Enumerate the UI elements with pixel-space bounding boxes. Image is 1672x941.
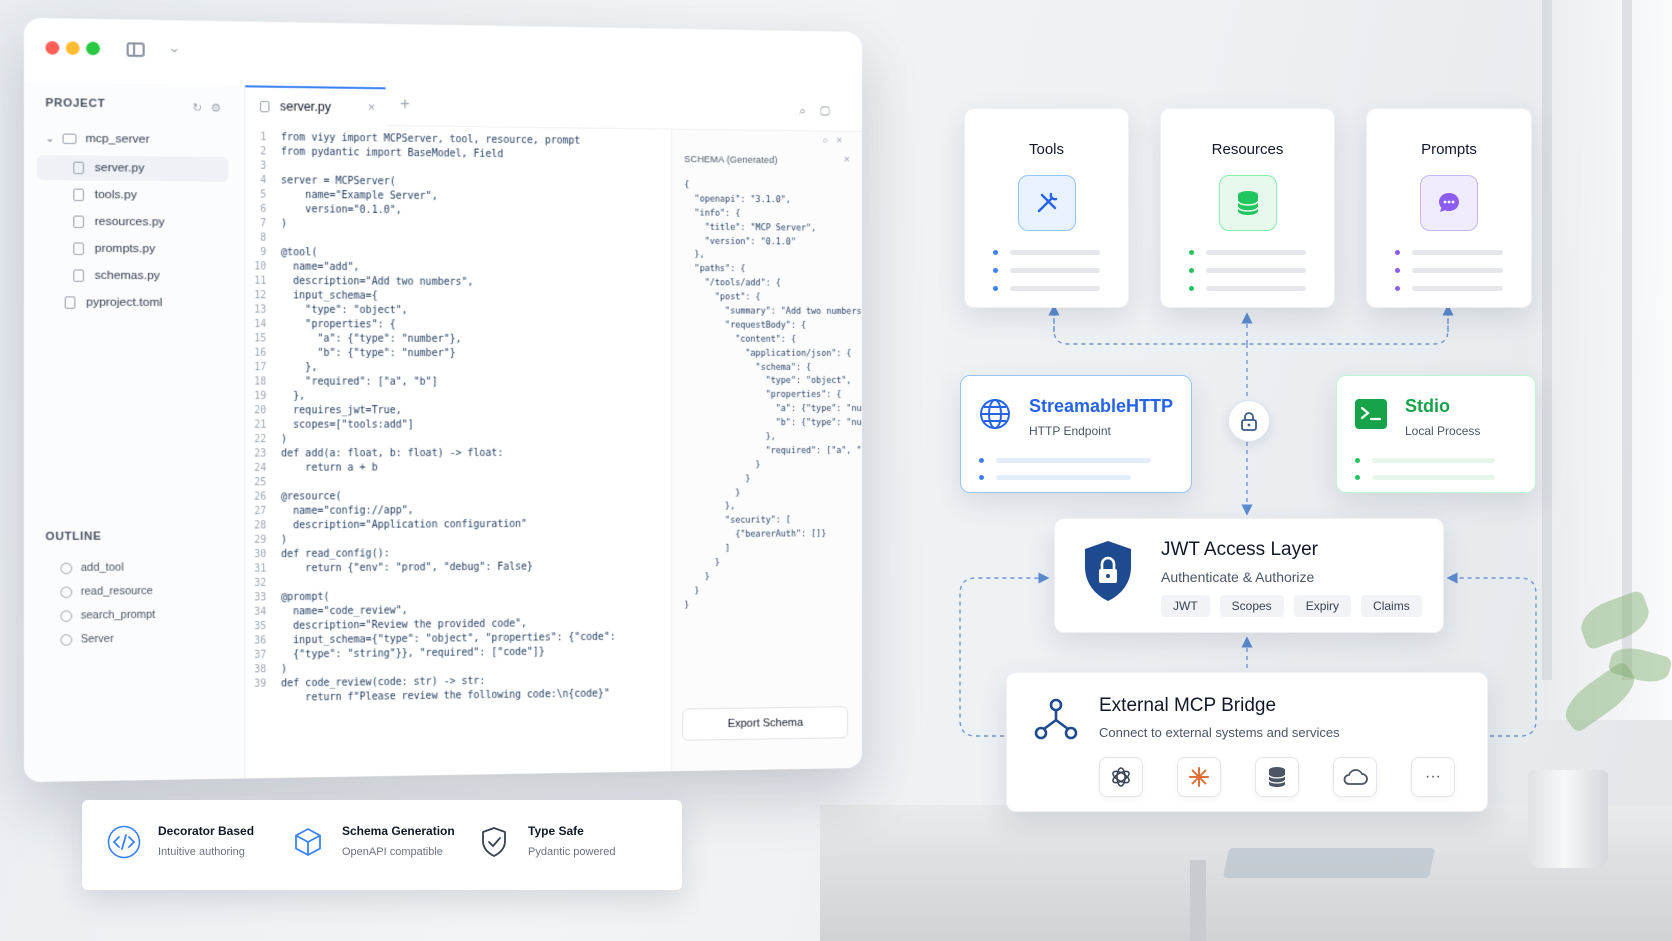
jwt-subtitle: Authenticate & Authorize: [1161, 569, 1315, 585]
spark-icon[interactable]: [1177, 757, 1221, 797]
bridge-subtitle: Connect to external systems and services: [1099, 725, 1340, 740]
network-icon: [1033, 697, 1079, 746]
bridge-title: External MCP Bridge: [1099, 695, 1277, 716]
feature-subtitle: Pydantic powered: [528, 846, 616, 858]
connector-top: [1053, 318, 1449, 345]
chat-icon: [1420, 175, 1478, 231]
openai-icon[interactable]: [1099, 757, 1143, 797]
tools-icon: [1017, 175, 1076, 231]
placeholder-lines: [1395, 243, 1503, 297]
database-icon: [1218, 175, 1277, 231]
lock-icon: [1228, 400, 1270, 442]
terminal-icon: [1353, 396, 1389, 432]
pill-expiry[interactable]: Expiry: [1293, 595, 1352, 617]
mug: [1528, 770, 1608, 868]
jwt-title: JWT Access Layer: [1161, 539, 1318, 560]
transport-subtitle: Local Process: [1405, 424, 1481, 438]
code-icon: [106, 824, 142, 860]
capability-card-prompts[interactable]: Prompts: [1366, 108, 1532, 308]
pill-jwt[interactable]: JWT: [1161, 595, 1210, 617]
cloud-icon[interactable]: [1333, 757, 1377, 797]
database-icon[interactable]: [1255, 757, 1299, 797]
shield-lock-icon: [1081, 539, 1135, 608]
card-title: Tools: [1028, 141, 1065, 158]
window-frame: [1542, 0, 1552, 680]
jwt-pills: JWT Scopes Expiry Claims: [1161, 595, 1432, 617]
connector-right: [1446, 572, 1537, 737]
connector-left: [959, 572, 1050, 737]
placeholder-lines: [1355, 452, 1495, 486]
external-bridge-card[interactable]: External MCP Bridge Connect to external …: [1006, 672, 1488, 812]
cube-icon: [290, 824, 326, 860]
feature-title: Type Safe: [528, 824, 584, 838]
feature-subtitle: OpenAPI compatible: [342, 846, 443, 858]
jwt-access-layer-card[interactable]: JWT Access Layer Authenticate & Authoriz…: [1054, 518, 1444, 633]
more-icon[interactable]: ···: [1411, 757, 1455, 797]
capability-card-tools[interactable]: Tools: [964, 108, 1129, 308]
window-frame: [1622, 0, 1632, 680]
transport-title: Stdio: [1405, 396, 1450, 416]
transport-subtitle: HTTP Endpoint: [1029, 424, 1111, 438]
placeholder-lines: [993, 243, 1100, 297]
feature-title: Decorator Based: [158, 824, 255, 838]
globe-icon: [977, 396, 1013, 432]
card-title: Resources: [1211, 141, 1284, 158]
transport-title: StreamableHTTP: [1029, 396, 1174, 416]
shield-check-icon: [476, 824, 512, 860]
capability-card-resources[interactable]: Resources: [1160, 108, 1335, 308]
pill-claims[interactable]: Claims: [1361, 595, 1422, 617]
feature-subtitle: Intuitive authoring: [158, 846, 245, 858]
transport-card-stdio[interactable]: Stdio Local Process: [1336, 375, 1536, 493]
placeholder-lines: [979, 452, 1151, 486]
feature-title: Schema Generation: [342, 824, 455, 838]
placeholder-lines: [1189, 243, 1306, 297]
transport-card-streamablehttp[interactable]: StreamableHTTP HTTP Endpoint: [960, 375, 1192, 493]
desk-leg: [1190, 860, 1206, 941]
card-title: Prompts: [1421, 141, 1477, 158]
pill-scopes[interactable]: Scopes: [1219, 595, 1284, 617]
